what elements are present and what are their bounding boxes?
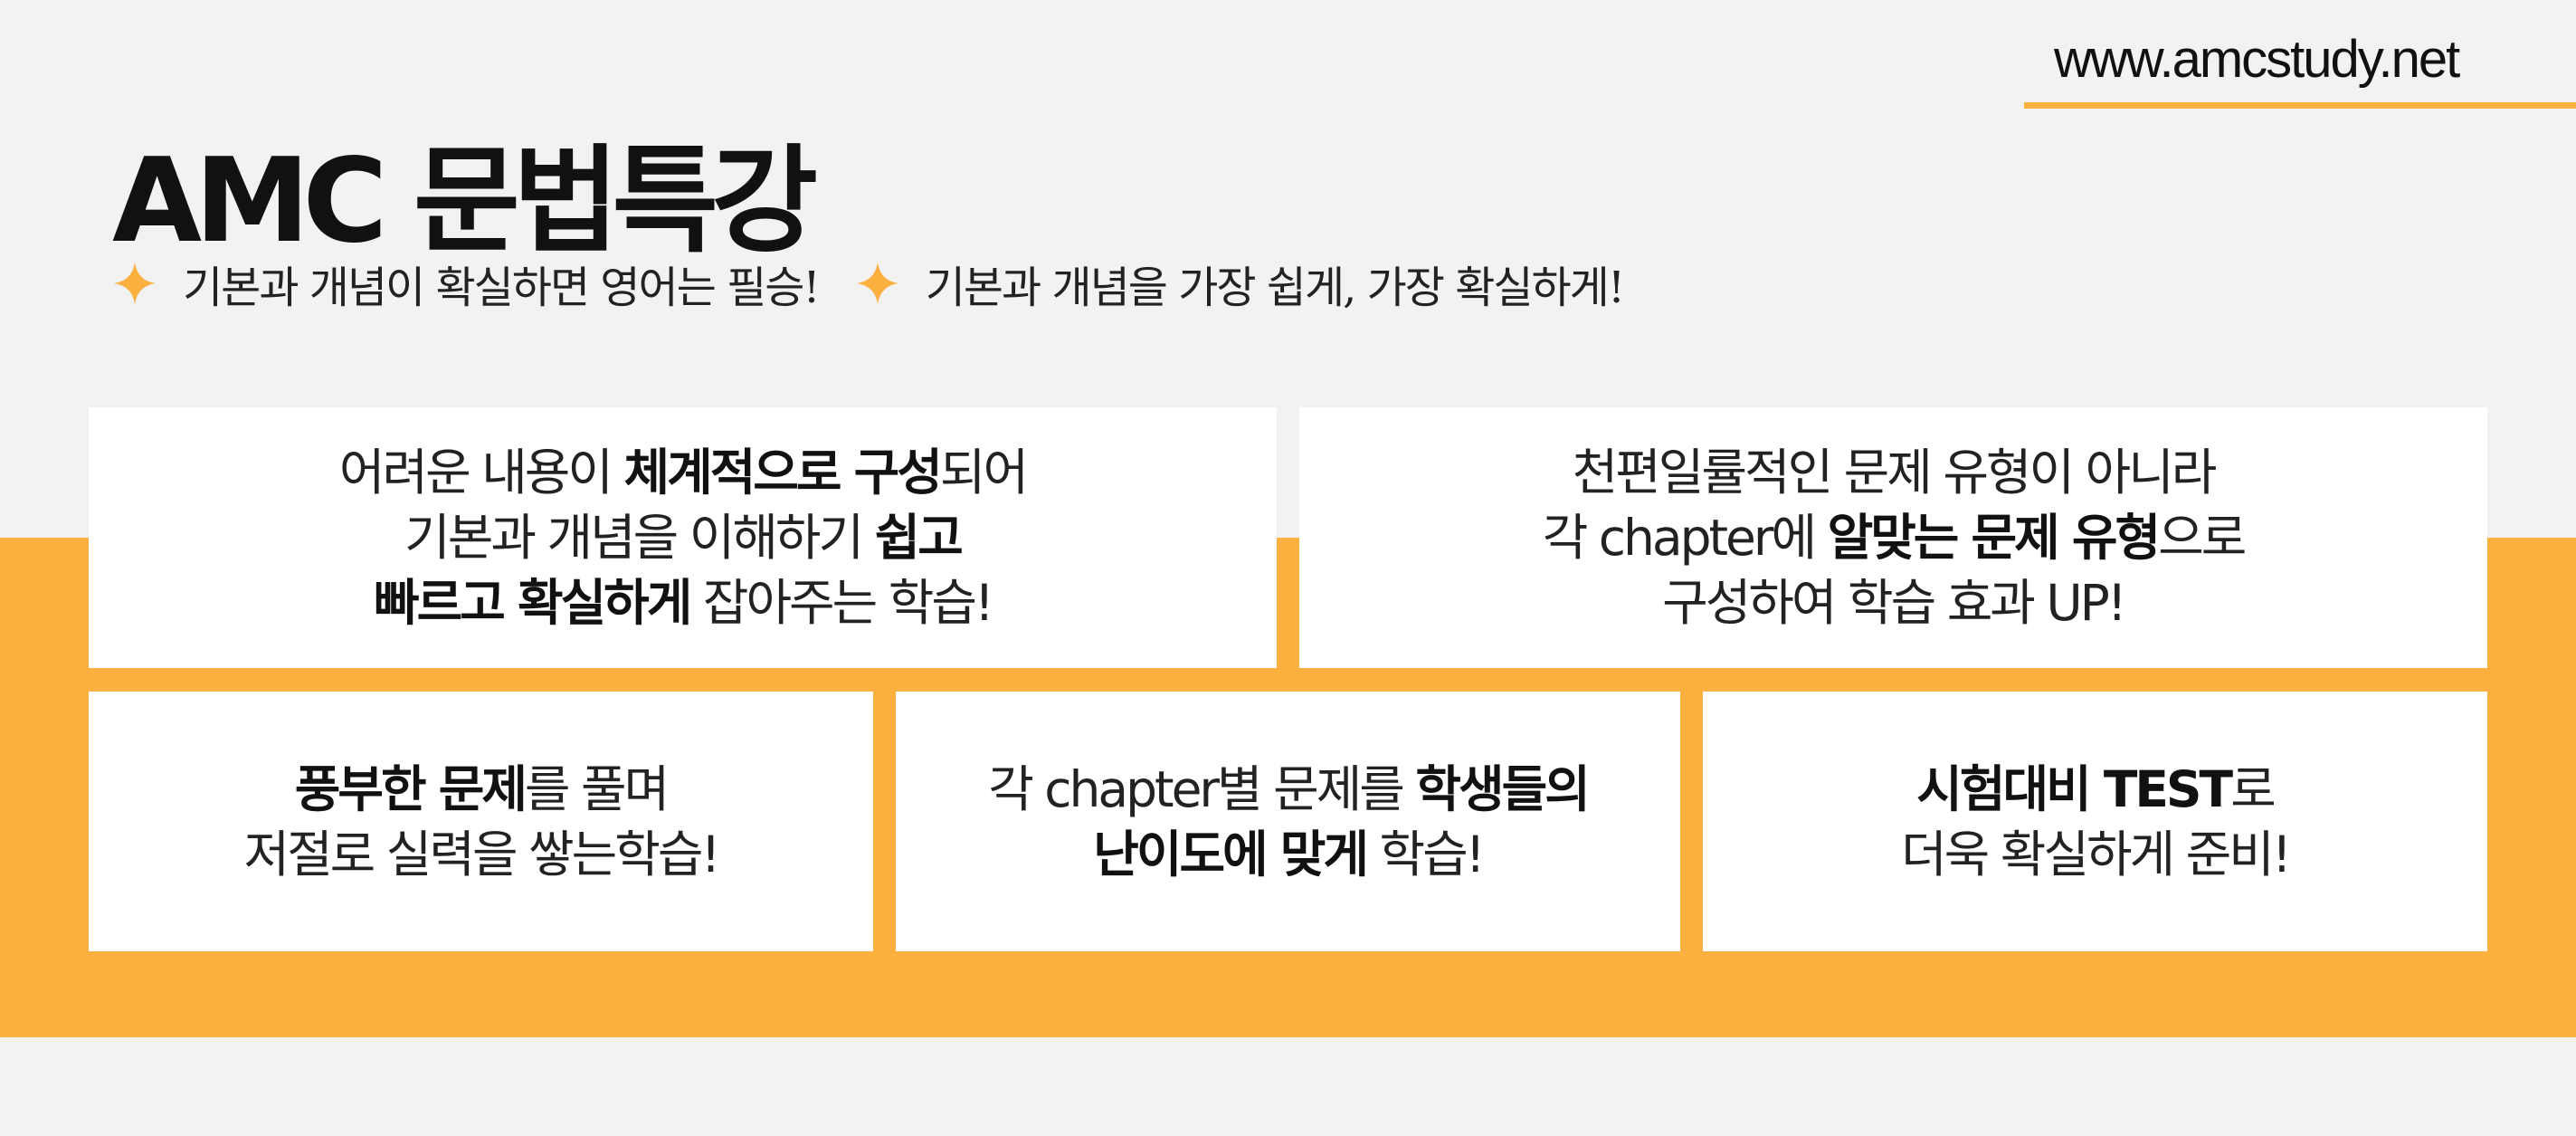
site-url-underline [2024, 102, 2576, 109]
slogan-row: 기본과 개념이 확실하면 영어는 필승! 기본과 개념을 가장 쉽게, 가장 확… [112, 252, 1625, 315]
card-text-run: 으로 [2158, 509, 2247, 567]
card-text-run: 더욱 확실하게 준비! [1901, 825, 2292, 883]
card-text-run: 기본과 개념을 이해하기 [404, 509, 875, 567]
slogan-text: 기본과 개념을 가장 쉽게, 가장 확실하게! [925, 263, 1625, 313]
card-text-run: 저절로 실력을 쌓는학습! [243, 825, 720, 883]
card-text-run: 천편일률적인 문제 유형이 아니라 [1572, 444, 2218, 501]
card-text-run: 를 풀며 [524, 759, 670, 818]
card-text-run: 되어 [939, 444, 1029, 501]
sparkle-icon [856, 263, 898, 304]
card-emphasis-text: 시험대비 TEST [1916, 759, 2233, 818]
card-emphasis-text: 난이도에 맞게 [1093, 825, 1369, 883]
card-emphasis-text: 쉽고 [874, 509, 964, 567]
card-text-run: 로 [2230, 759, 2277, 818]
card-line: 각 chapter별 문제를 학생들의 [988, 757, 1591, 822]
card-emphasis-text: 풍부한 문제 [294, 759, 528, 818]
card-line: 더욱 확실하게 준비! [1901, 822, 2292, 887]
card-emphasis-text: 학생들의 [1415, 759, 1590, 818]
card-line: 구성하여 학습 효과 UP! [1662, 570, 2127, 635]
card-text-run: 구성하여 학습 효과 UP! [1662, 574, 2127, 632]
card-line: 기본과 개념을 이해하기 쉽고 [404, 505, 964, 570]
card-line: 빠르고 확실하게 잡아주는 학습! [374, 570, 994, 635]
card-line: 저절로 실력을 쌓는학습! [243, 822, 720, 887]
site-url[interactable]: www.amcstudy.net [2054, 30, 2460, 89]
card-line: 풍부한 문제를 풀며 [294, 757, 670, 822]
page-title: AMC 문법특강 [112, 134, 818, 269]
card-text-run: 학습! [1366, 825, 1485, 883]
slogan-text: 기본과 개념이 확실하면 영어는 필승! [183, 263, 821, 313]
slogan-1: 기본과 개념이 확실하면 영어는 필승! [112, 252, 821, 315]
card-emphasis-text: 체계적으로 구성 [623, 444, 943, 501]
card-emphasis-text: 빠르고 확실하게 [374, 574, 692, 632]
card-emphasis-text: 알맞는 문제 유형 [1827, 509, 2161, 567]
card-line: 각 chapter에 알맞는 문제 유형으로 [1542, 505, 2248, 570]
card-text-run: 각 chapter별 문제를 [988, 759, 1416, 818]
card-text-run: 잡아주는 학습! [689, 574, 994, 632]
card-line: 천편일률적인 문제 유형이 아니라 [1572, 440, 2218, 505]
sparkle-icon [114, 263, 156, 304]
card-text-run: 각 chapter에 [1542, 509, 1828, 567]
card-line: 어려운 내용이 체계적으로 구성되어 [338, 440, 1029, 505]
card-text-run: 어려운 내용이 [338, 444, 624, 501]
card-line: 난이도에 맞게 학습! [1093, 822, 1485, 887]
slogan-2: 기본과 개념을 가장 쉽게, 가장 확실하게! [855, 252, 1625, 315]
card-line: 시험대비 TEST로 [1916, 757, 2277, 822]
